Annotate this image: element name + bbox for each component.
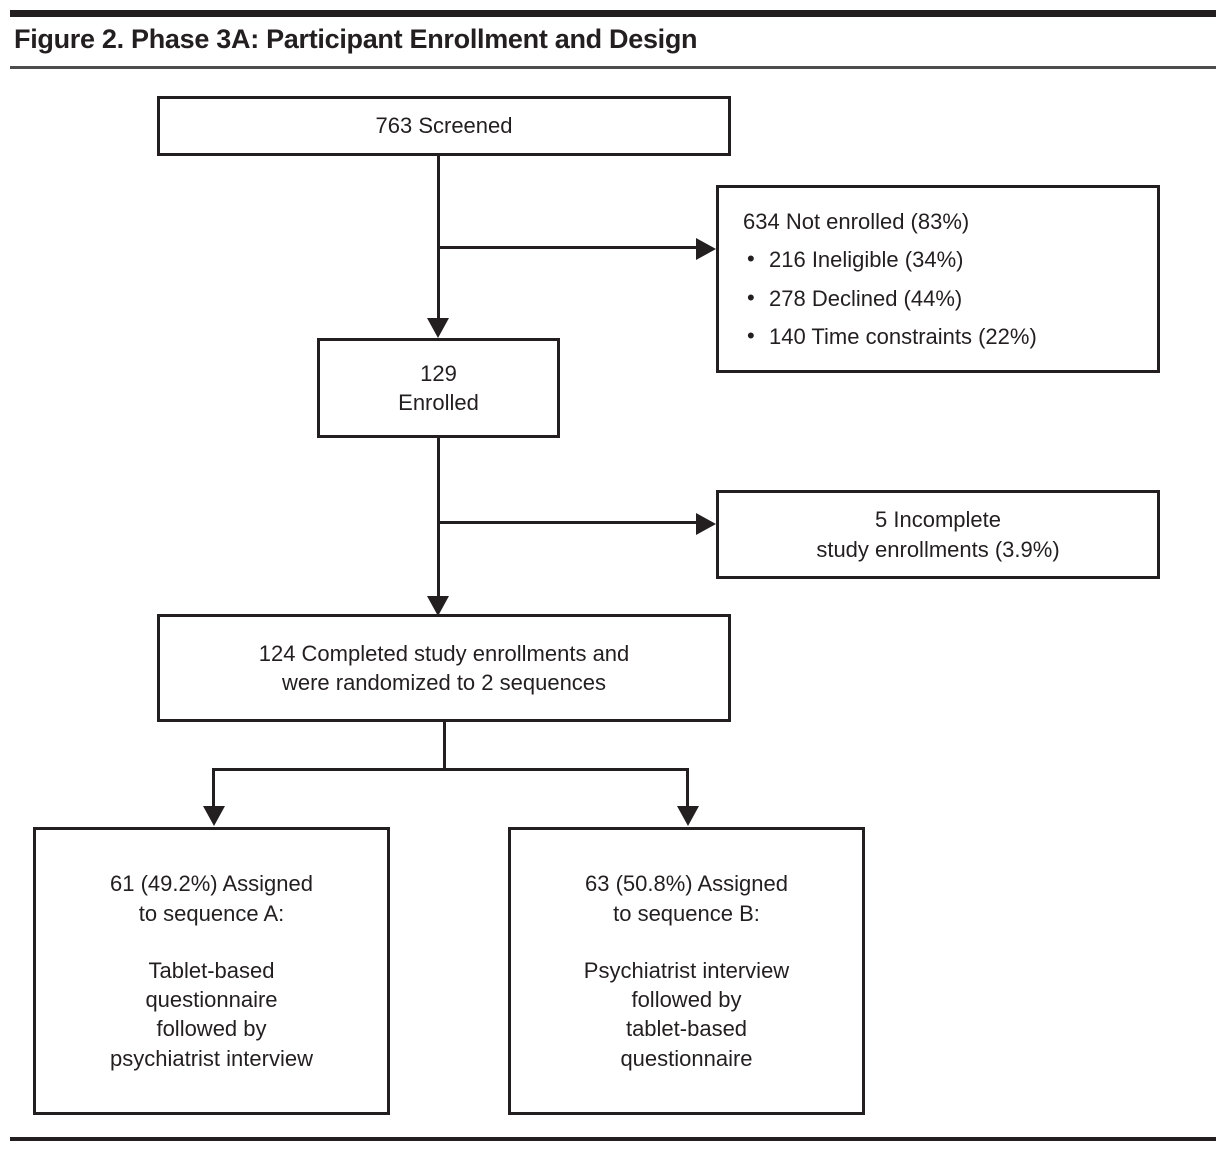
list-item: 278 Declined (44%) xyxy=(743,282,1037,313)
node-not-enrolled-heading: 634 Not enrolled (83%) xyxy=(743,209,970,234)
arrowhead-right-to-incomplete xyxy=(696,513,716,535)
node-sequence-b-line-4: followed by xyxy=(631,987,742,1012)
node-sequence-a: 61 (49.2%) Assigned to sequence A: Table… xyxy=(33,827,390,1115)
header-rule-top xyxy=(10,10,1216,17)
list-item: 216 Ineligible (34%) xyxy=(743,244,1037,274)
node-not-enrolled: 634 Not enrolled (83%) 216 Ineligible (3… xyxy=(716,185,1160,373)
node-sequence-b-line-3: Psychiatrist interview xyxy=(583,957,790,983)
node-enrolled-count: 129 xyxy=(420,360,457,386)
arrowhead-down-to-enrolled xyxy=(427,318,449,338)
node-completed-line-2: were randomized to 2 sequences xyxy=(281,670,607,695)
arrowhead-right-to-not-enrolled xyxy=(696,238,716,260)
connector-leg-sequence-b xyxy=(686,768,689,812)
node-enrolled: 129 Enrolled xyxy=(317,338,560,438)
node-sequence-b-line-2: to sequence B: xyxy=(613,900,760,926)
node-sequence-a-line-4: questionnaire xyxy=(145,987,278,1012)
connector-leg-sequence-a xyxy=(212,768,215,812)
node-sequence-b-line-1: 63 (50.8%) Assigned xyxy=(584,871,789,897)
node-completed-randomized: 124 Completed study enrollments and were… xyxy=(157,614,731,722)
connector-randomization-split xyxy=(212,768,689,771)
node-sequence-b-line-5: tablet-based xyxy=(625,1016,748,1042)
not-enrolled-reason-list: 216 Ineligible (34%) 278 Declined (44%) … xyxy=(743,236,1037,351)
node-sequence-a-line-2: to sequence A: xyxy=(138,900,285,926)
node-incomplete-line-1: 5 Incomplete xyxy=(875,507,1001,533)
node-sequence-b: 63 (50.8%) Assigned to sequence B: Psych… xyxy=(508,827,865,1115)
node-sequence-b-line-6: questionnaire xyxy=(620,1045,753,1071)
node-sequence-a-line-5: followed by xyxy=(156,1016,267,1042)
arrowhead-down-to-sequence-a xyxy=(203,806,225,826)
node-incomplete-enrollments: 5 Incomplete study enrollments (3.9%) xyxy=(716,490,1160,579)
node-screened-label: 763 Screened xyxy=(375,113,513,139)
connector-enrolled-to-incomplete xyxy=(437,521,701,524)
header-rule-bottom xyxy=(10,66,1216,69)
node-enrolled-label: Enrolled xyxy=(398,390,479,415)
list-item: 140 Time constraints (22%) xyxy=(743,321,1037,351)
arrowhead-down-to-completed xyxy=(427,596,449,616)
connector-completed-trunk xyxy=(443,722,446,770)
connector-screened-to-not-enrolled xyxy=(437,246,701,249)
connector-enrolled-to-completed xyxy=(437,438,440,602)
node-screened: 763 Screened xyxy=(157,96,731,156)
connector-screened-to-enrolled xyxy=(437,156,440,324)
footer-rule xyxy=(10,1137,1216,1141)
figure-title: Figure 2. Phase 3A: Participant Enrollme… xyxy=(14,24,698,54)
node-incomplete-line-2: study enrollments (3.9%) xyxy=(816,536,1060,562)
node-sequence-a-line-6: psychiatrist interview xyxy=(110,1045,313,1071)
arrowhead-down-to-sequence-b xyxy=(677,806,699,826)
node-sequence-a-line-3: Tablet-based xyxy=(148,957,275,983)
node-completed-line-1: 124 Completed study enrollments and xyxy=(258,640,630,666)
node-sequence-a-line-1: 61 (49.2%) Assigned xyxy=(109,871,314,897)
